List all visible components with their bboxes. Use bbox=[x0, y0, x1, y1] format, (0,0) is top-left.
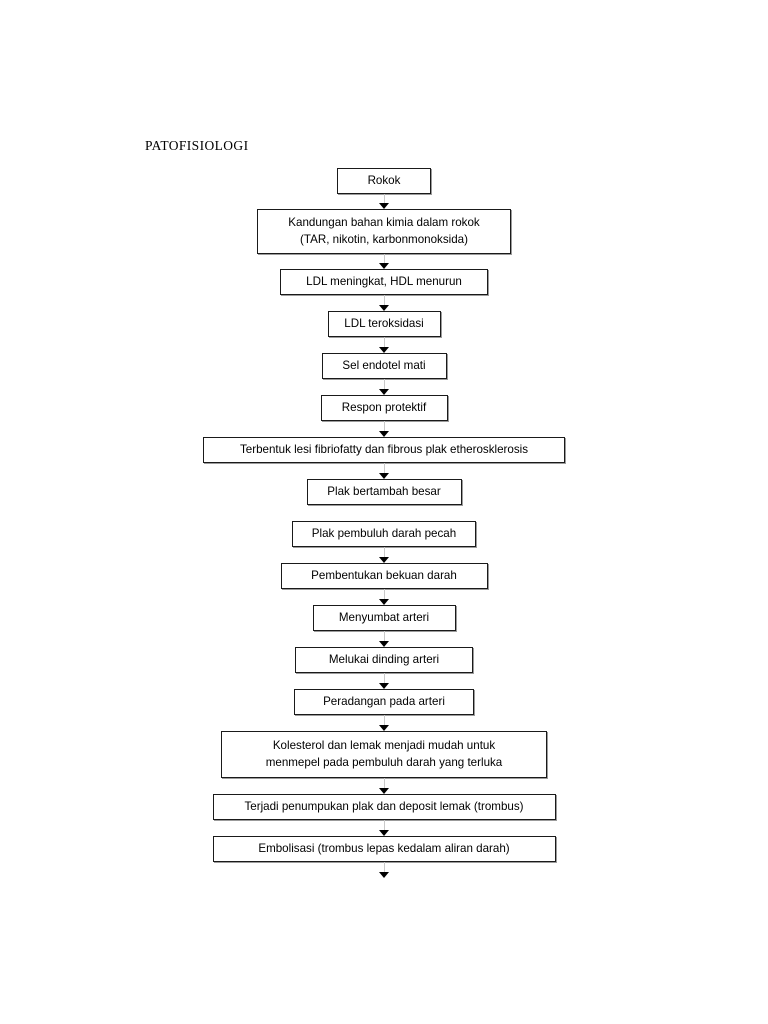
connector-line bbox=[383, 589, 385, 600]
arrowhead-down-icon bbox=[379, 389, 389, 395]
flow-node-n16: Embolisasi (trombus lepas kedalam aliran… bbox=[212, 836, 556, 862]
flow-node-n5: Sel endotel mati bbox=[321, 353, 447, 379]
arrowhead-down-icon bbox=[379, 305, 389, 311]
flow-connector-n13-to-n14 bbox=[377, 715, 391, 731]
flow-connector-n10-to-n11 bbox=[377, 589, 391, 605]
flow-connector-n5-to-n6 bbox=[377, 379, 391, 395]
connector-line bbox=[383, 631, 385, 642]
connector-line bbox=[383, 421, 385, 432]
flow-node-n9: Plak pembuluh darah pecah bbox=[292, 521, 476, 547]
connector-line bbox=[383, 337, 385, 348]
flow-node-n3: LDL meningkat, HDL menurun bbox=[280, 269, 488, 295]
connector-line bbox=[383, 673, 385, 684]
flow-connector-n8-to-n9 bbox=[377, 505, 391, 521]
connector-line bbox=[383, 820, 385, 831]
flow-node-n10: Pembentukan bekuan darah bbox=[280, 563, 488, 589]
flow-connector-n15-to-n16 bbox=[377, 820, 391, 836]
flow-node-label: Respon protektif bbox=[341, 400, 427, 414]
flow-connector-n14-to-n15 bbox=[377, 778, 391, 794]
flow-connector-n1-to-n2 bbox=[377, 194, 391, 209]
arrowhead-down-icon bbox=[379, 830, 389, 836]
connector-line bbox=[383, 379, 385, 390]
connector-line bbox=[384, 505, 385, 521]
flow-node-label: Terjadi penumpukan plak dan deposit lema… bbox=[244, 799, 524, 813]
connector-line bbox=[383, 715, 385, 726]
flow-node-n14: Kolesterol dan lemak menjadi mudah untuk… bbox=[221, 731, 547, 778]
flow-node-label: Plak pembuluh darah pecah bbox=[311, 526, 457, 540]
connector-line bbox=[383, 547, 385, 558]
flow-connector-n7-to-n8 bbox=[377, 463, 391, 479]
flow-node-n6: Respon protektif bbox=[320, 395, 448, 421]
arrowhead-down-icon bbox=[379, 557, 389, 563]
flow-connector-n12-to-n13 bbox=[377, 673, 391, 689]
flow-node-label: Kandungan bahan kimia dalam rokok (TAR, … bbox=[288, 215, 480, 246]
arrowhead-down-icon bbox=[379, 872, 389, 878]
flow-node-n13: Peradangan pada arteri bbox=[294, 689, 474, 715]
arrowhead-down-icon bbox=[379, 473, 389, 479]
flow-node-label: Terbentuk lesi fibriofatty dan fibrous p… bbox=[239, 442, 529, 456]
connector-line bbox=[383, 194, 385, 204]
flow-node-n4: LDL teroksidasi bbox=[327, 311, 441, 337]
connector-line bbox=[383, 254, 385, 264]
arrowhead-down-icon bbox=[379, 263, 389, 269]
flow-node-n1: Rokok bbox=[337, 168, 431, 194]
flow-node-label: LDL meningkat, HDL menurun bbox=[306, 274, 462, 288]
flow-node-label: Menyumbat arteri bbox=[338, 610, 430, 624]
flow-connector-n6-to-n7 bbox=[377, 421, 391, 437]
page-title: PATOFISIOLOGI bbox=[145, 138, 249, 153]
arrowhead-down-icon bbox=[379, 203, 389, 209]
arrowhead-down-icon bbox=[379, 788, 389, 794]
arrowhead-down-icon bbox=[379, 599, 389, 605]
flow-node-n15: Terjadi penumpukan plak dan deposit lema… bbox=[212, 794, 556, 820]
flow-node-label: Kolesterol dan lemak menjadi mudah untuk… bbox=[265, 738, 503, 769]
flow-connector-n3-to-n4 bbox=[377, 295, 391, 311]
connector-line bbox=[383, 463, 385, 474]
flow-node-label: LDL teroksidasi bbox=[344, 316, 424, 330]
flow-connector-n2-to-n3 bbox=[377, 254, 391, 269]
arrowhead-down-icon bbox=[379, 641, 389, 647]
arrowhead-down-icon bbox=[379, 683, 389, 689]
flow-connector-n9-to-n10 bbox=[377, 547, 391, 563]
flow-node-label: Plak bertambah besar bbox=[327, 484, 441, 498]
arrowhead-down-icon bbox=[379, 725, 389, 731]
connector-line bbox=[383, 862, 385, 873]
flow-node-label: Embolisasi (trombus lepas kedalam aliran… bbox=[258, 841, 510, 855]
flow-node-n8: Plak bertambah besar bbox=[306, 479, 462, 505]
flow-node-n7: Terbentuk lesi fibriofatty dan fibrous p… bbox=[203, 437, 565, 463]
connector-line bbox=[383, 778, 385, 789]
flow-node-label: Peradangan pada arteri bbox=[323, 694, 445, 708]
arrowhead-down-icon bbox=[379, 431, 389, 437]
arrowhead-down-icon bbox=[379, 347, 389, 353]
flow-node-n12: Melukai dinding arteri bbox=[295, 647, 473, 673]
flow-connector-n4-to-n5 bbox=[377, 337, 391, 353]
connector-line bbox=[383, 295, 385, 306]
flow-node-n11: Menyumbat arteri bbox=[312, 605, 456, 631]
flow-node-label: Melukai dinding arteri bbox=[328, 652, 440, 666]
flow-node-n2: Kandungan bahan kimia dalam rokok (TAR, … bbox=[257, 209, 511, 254]
flow-node-label: Pembentukan bekuan darah bbox=[311, 568, 457, 582]
flow-node-label: Rokok bbox=[367, 173, 401, 187]
flow-connector-n11-to-n12 bbox=[377, 631, 391, 647]
flow-node-label: Sel endotel mati bbox=[342, 358, 426, 372]
flow-connector-n16-to-end bbox=[377, 862, 391, 878]
